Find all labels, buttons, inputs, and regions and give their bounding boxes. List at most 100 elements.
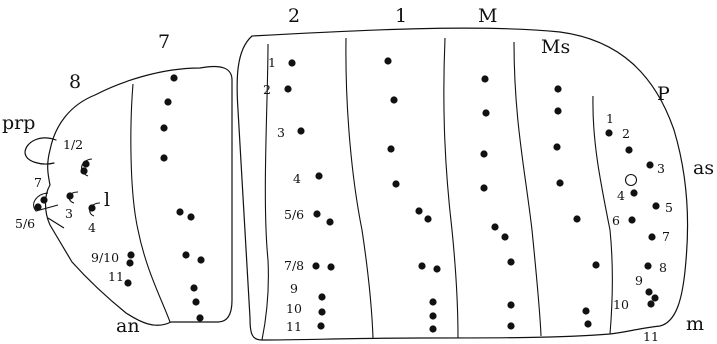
segment-boundary-Ms-P: [592, 95, 613, 335]
seta-dot: [164, 98, 172, 106]
seta-dot: [170, 74, 178, 82]
prp-lobe: [24, 137, 57, 165]
segment-label-8: 8: [69, 71, 81, 93]
seta-dot: [648, 233, 656, 241]
seta-dot: [584, 320, 592, 328]
setae-dots: [34, 57, 660, 333]
segment-label-2: 2: [288, 5, 300, 27]
seta-dot: [418, 262, 426, 270]
seta-dot: [284, 85, 292, 93]
segment-label-1: 1: [395, 5, 407, 27]
seta-label: 7: [662, 229, 670, 244]
seta-label: 3: [657, 161, 665, 176]
seta-label: 7: [34, 175, 42, 190]
seta-label: 4: [617, 188, 625, 203]
seta-dot: [318, 308, 326, 316]
region-label-m: m: [686, 313, 704, 335]
seta-dot: [644, 262, 652, 270]
seta-label: 11: [108, 269, 124, 284]
seta-dot: [605, 129, 613, 137]
seta-dot: [392, 180, 400, 188]
seta-dot: [507, 301, 515, 309]
seta-dot: [126, 259, 134, 267]
seta-dot: [384, 57, 392, 65]
seta-dot: [582, 307, 590, 315]
seta-dot: [288, 59, 296, 67]
seta-dot: [415, 207, 423, 215]
seta-dot: [327, 263, 335, 271]
seta-dot: [127, 251, 135, 259]
seta-dot: [625, 146, 633, 154]
seta-dot: [480, 150, 488, 158]
seta-dot: [88, 204, 96, 212]
spiracle-pore: [624, 173, 638, 187]
seta-dot: [315, 172, 323, 180]
region-label-an: an: [116, 315, 140, 337]
seta-dot: [554, 85, 562, 93]
seta-dot: [66, 192, 74, 200]
seta-dot: [182, 251, 190, 259]
seta-dot: [176, 208, 184, 216]
seta-dot: [554, 107, 562, 115]
seta-dot: [592, 261, 600, 269]
seta-label: 5/6: [15, 216, 35, 231]
seta-dot: [507, 258, 515, 266]
seta-label: 9: [290, 281, 298, 296]
segment-boundary-M-Ms: [513, 41, 542, 337]
region-label-prp: prp: [2, 112, 35, 134]
segment-2-left-edge: [261, 43, 269, 341]
seta-label: 8: [659, 260, 667, 275]
seta-label: 2: [263, 82, 271, 97]
seta-dot: [387, 145, 395, 153]
seta-label: 11: [286, 319, 302, 334]
seta-dot: [312, 262, 320, 270]
seta-dot: [34, 203, 42, 211]
seta-dot: [433, 265, 441, 273]
anterior-body-outline: [236, 27, 689, 341]
seta-label: 2: [622, 126, 630, 141]
seta-dot: [429, 312, 437, 320]
seta-dot: [190, 284, 198, 292]
seta-dot: [645, 288, 653, 296]
seta-label: 9: [635, 273, 643, 288]
seta-dot: [160, 154, 168, 162]
seta-dot: [556, 179, 564, 187]
seta-label: 9/10: [91, 250, 119, 265]
seta-dot: [124, 279, 132, 287]
seta-dot: [628, 216, 636, 224]
seta-label: 1: [606, 111, 614, 126]
seta-label: 10: [613, 297, 629, 312]
seta-dot: [553, 143, 561, 151]
seta-dot: [424, 215, 432, 223]
seta-label: 10: [286, 301, 302, 316]
seta-dot: [318, 293, 326, 301]
seta-dot: [429, 325, 437, 333]
seta-dot: [501, 233, 509, 241]
seta-cup-a: [81, 158, 93, 177]
posterior-body-outline: [44, 65, 233, 326]
seta-dot: [192, 298, 200, 306]
seta-label: 11: [643, 329, 659, 344]
seta-dot: [652, 202, 660, 210]
seta-label: 3: [65, 206, 73, 221]
seta-label: 6: [612, 213, 620, 228]
segment-label-P: P: [657, 83, 670, 105]
seta-dot: [480, 184, 488, 192]
left-lobe-edge: [47, 217, 65, 229]
seta-dot: [646, 161, 654, 169]
seta-dot: [390, 96, 398, 104]
seta-dot: [651, 294, 659, 302]
seta-dot: [196, 314, 204, 322]
segment-boundary-1-M: [443, 37, 459, 339]
seta-label: 7/8: [284, 258, 304, 273]
seta-dot: [317, 322, 325, 330]
seta-dot: [481, 75, 489, 83]
seta-dot: [573, 215, 581, 223]
segment-label-Ms: Ms: [541, 36, 570, 58]
seta-dot: [647, 300, 655, 308]
seta-label: 1/2: [63, 137, 83, 152]
seta-label: 4: [293, 171, 301, 186]
seta-dot: [313, 210, 321, 218]
